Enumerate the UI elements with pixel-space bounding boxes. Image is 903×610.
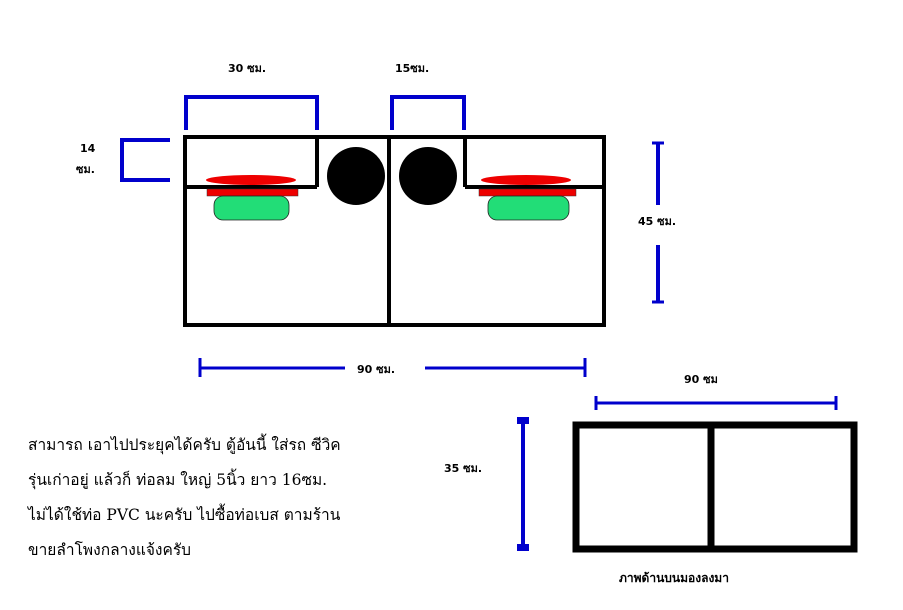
left-speaker-circle: [327, 147, 385, 205]
dim-left-height: [120, 138, 170, 182]
right-speaker-circle: [399, 147, 457, 205]
left-port-green: [213, 195, 290, 221]
left-port-red-oval: [206, 175, 296, 185]
dim-top-view-height-cap-top: [517, 417, 529, 424]
top-view-caption: ภาพด้านบนมองลงมา: [619, 571, 729, 585]
note-line: ไม่ได้ใช้ท่อ PVC นะครับ ไปซื้อท่อเบส ตาม…: [28, 506, 341, 524]
top-view-box: [572, 421, 858, 553]
dim-top-view-height-cap-bottom: [517, 544, 529, 551]
description-note: สามารถ เอาไปประยุคได้ครับ ตู้อันนี้ ใส่ร…: [28, 428, 388, 568]
note-line: ขายลำโพงกลางแจ้งครับ: [28, 541, 192, 559]
left-port-red-bar: [206, 188, 299, 197]
right-port-red-bar: [478, 188, 577, 197]
note-line: รุ่นเก่าอยู่ แล้วก็ ท่อลม ใหญ่ 5นิ้ว ยาว…: [28, 471, 328, 489]
right-height-label: 45 ซม.: [638, 215, 677, 228]
top-view-height-label: 35 ซม.: [444, 462, 483, 475]
top-view-width-label: 90 ซม: [684, 373, 718, 386]
box-outline: [183, 135, 606, 327]
note-line: สามารถ เอาไปประยุคได้ครับ ตู้อันนี้ ใส่ร…: [28, 436, 341, 454]
top-right-width-label: 15ซม.: [395, 62, 430, 75]
left-height-label-line2: ซม.: [76, 163, 95, 176]
right-port-green: [487, 195, 570, 221]
bottom-width-label: 90 ซม.: [357, 363, 396, 376]
dim-top-right: [390, 95, 466, 130]
dim-top-left: [184, 95, 319, 130]
left-height-label-line1: 14: [80, 142, 96, 155]
right-port-red-oval: [481, 175, 571, 185]
top-left-width-label: 30 ซม.: [228, 62, 267, 75]
